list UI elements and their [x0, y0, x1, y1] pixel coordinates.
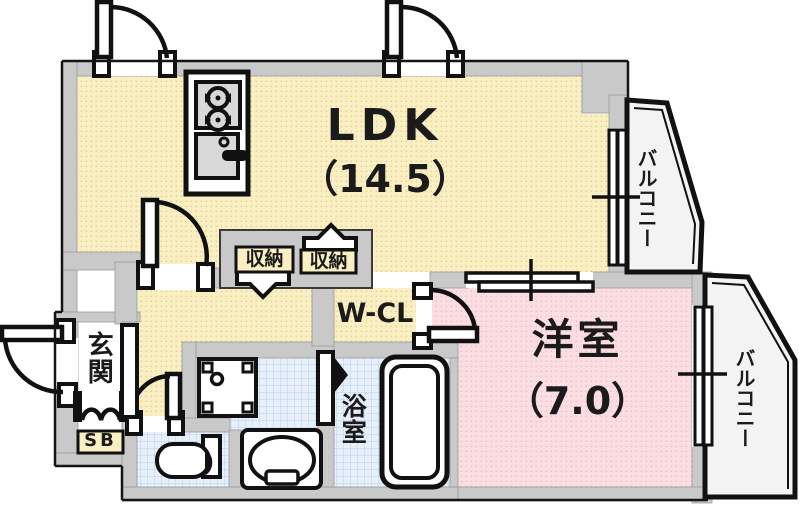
door-ldk [136, 197, 215, 292]
window-balcony-top [592, 128, 640, 267]
closet-symbols [76, 222, 358, 455]
toilet [155, 434, 222, 479]
door-entrance [0, 318, 78, 408]
hall-partition-door [120, 323, 139, 419]
wcl-label: W-CL [336, 298, 414, 329]
bedroom-size-label: （7.0） [505, 379, 650, 423]
bathtub [379, 354, 450, 490]
storage-left-label: 収納 [245, 248, 284, 270]
balcony-bottom-shape [702, 272, 798, 500]
door-top-left [92, 0, 177, 78]
entrance-label: 玄関 [83, 331, 114, 385]
shoebox-label: SB [84, 430, 117, 451]
sliding-door-ldk-bedroom [464, 259, 595, 301]
ldk-size-label: （14.5） [300, 157, 470, 201]
door-top-middle [382, 0, 465, 78]
washing-machine-pan [197, 357, 258, 418]
window-balcony-bottom [678, 305, 727, 447]
ldk-label: LDK [326, 100, 444, 151]
storage-right-box [299, 248, 358, 275]
kitchen-unit [183, 69, 251, 197]
door-bathroom [316, 350, 348, 426]
balcony-bottom-label: バルコニー [732, 348, 756, 448]
bedroom-label: 洋室 [531, 315, 624, 364]
balcony-top-label: バルコニー [634, 148, 658, 248]
bathroom-label: 浴室 [338, 393, 368, 445]
shoebox-box [76, 429, 125, 455]
closet-arrow-up [302, 222, 358, 252]
storage-right-label: 収納 [309, 250, 348, 272]
storage-left-box [234, 245, 295, 274]
doors [0, 0, 727, 447]
door-wcl [412, 282, 480, 350]
washbasin [240, 428, 323, 490]
perimeter-lines [53, 59, 708, 502]
